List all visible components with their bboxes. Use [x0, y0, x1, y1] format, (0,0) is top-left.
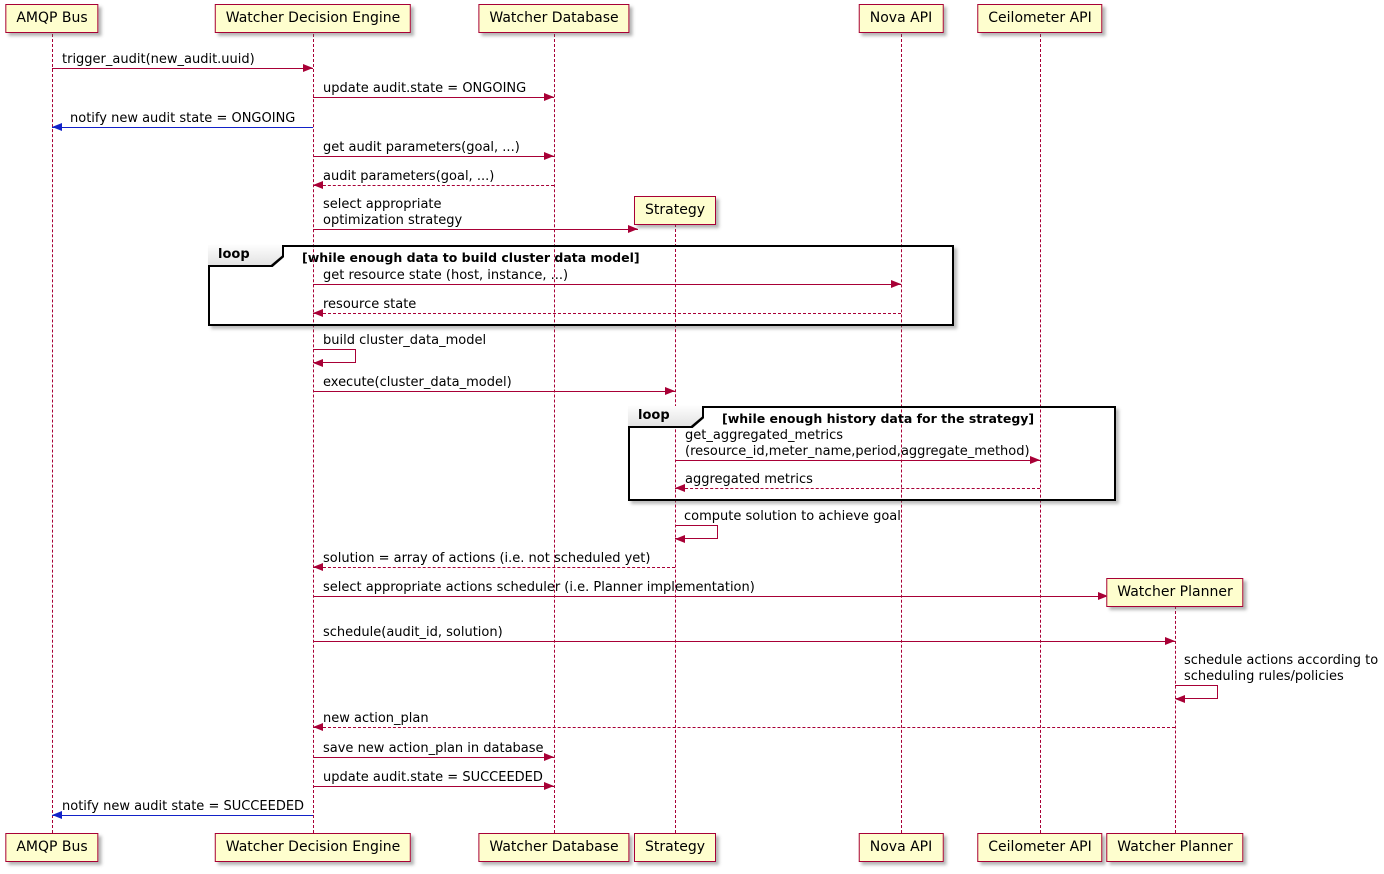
message-label-build-cluster-data-model: build cluster_data_model — [323, 333, 487, 348]
arrowhead — [544, 753, 554, 761]
message-label-save-action-plan: save new action_plan in database — [323, 741, 544, 756]
participant-watcher-database-top: Watcher Database — [478, 4, 630, 33]
message-label-get-aggregated-metrics-1: get_aggregated_metrics — [685, 428, 844, 443]
message-label-update-state-succeeded: update audit.state = SUCCEEDED — [323, 770, 543, 785]
message-line — [52, 811, 313, 819]
arrowhead — [1165, 637, 1175, 645]
participant-watcher-decision-engine-top: Watcher Decision Engine — [214, 4, 412, 33]
message-line — [313, 93, 554, 101]
message-line — [313, 592, 1108, 600]
arrowhead — [313, 563, 323, 571]
message-label-select-strategy-2: optimization strategy — [323, 213, 463, 228]
message-label-schedule: schedule(audit_id, solution) — [323, 625, 503, 640]
message-line — [313, 387, 675, 395]
participant-amqp-bus-bottom: AMQP Bus — [5, 833, 99, 862]
participant-strategy-created: Strategy — [634, 196, 716, 225]
message-label-trigger-audit: trigger_audit(new_audit.uuid) — [62, 52, 255, 67]
lifeline-ceilometer-api — [1040, 34, 1041, 833]
message-label-execute: execute(cluster_data_model) — [323, 375, 512, 390]
loop-frame-tab: loop — [628, 406, 704, 428]
participant-nova-api-top: Nova API — [858, 4, 944, 33]
arrowhead — [313, 358, 323, 367]
message-line — [313, 563, 675, 571]
message-label-solution-array: solution = array of actions (i.e. not sc… — [323, 551, 651, 566]
message-label-get-aggregated-metrics-2: (resource_id,meter_name,period,aggregate… — [685, 444, 1030, 459]
message-label-audit-parameters: audit parameters(goal, ...) — [323, 169, 495, 184]
arrowhead — [1098, 592, 1108, 600]
message-line — [313, 309, 901, 317]
lifeline-watcher-database — [554, 34, 555, 833]
message-label-resource-state: resource state — [323, 297, 417, 312]
message-line — [313, 782, 554, 790]
message-line — [313, 181, 554, 189]
loop-keyword: loop — [208, 245, 282, 265]
participant-ceilometer-api-top: Ceilometer API — [977, 4, 1103, 33]
arrowhead — [52, 123, 62, 131]
arrowhead — [544, 152, 554, 160]
message-label-schedule-actions-1: schedule actions according to — [1184, 653, 1379, 668]
arrowhead — [1030, 456, 1040, 464]
participant-strategy-bottom: Strategy — [634, 833, 716, 862]
self-message — [313, 349, 356, 367]
self-message — [675, 525, 718, 543]
loop-frame-history-data: loop [while enough history data for the … — [628, 406, 1116, 501]
message-line — [313, 280, 901, 288]
participant-nova-api-bottom: Nova API — [858, 833, 944, 862]
message-label-schedule-actions-2: scheduling rules/policies — [1184, 669, 1344, 684]
arrowhead — [891, 280, 901, 288]
arrowhead — [1175, 694, 1185, 703]
message-label-notify-ongoing: notify new audit state = ONGOING — [70, 111, 296, 126]
message-label-select-strategy-1: select appropriate — [323, 197, 442, 212]
self-message — [1175, 685, 1218, 703]
lifeline-strategy — [675, 224, 676, 833]
participant-watcher-database-bottom: Watcher Database — [478, 833, 630, 862]
arrowhead — [52, 811, 62, 819]
loop-keyword: loop — [628, 406, 702, 426]
message-line — [313, 152, 554, 160]
lifeline-amqp-bus — [52, 34, 53, 833]
arrowhead — [675, 534, 685, 543]
arrowhead — [313, 181, 323, 189]
message-label-notify-succeeded: notify new audit state = SUCCEEDED — [62, 799, 305, 814]
participant-ceilometer-api-bottom: Ceilometer API — [977, 833, 1103, 862]
message-line — [313, 723, 1175, 731]
arrowhead — [544, 93, 554, 101]
message-line — [52, 64, 313, 72]
arrowhead — [313, 723, 323, 731]
loop-frame-cluster-data-model: loop [while enough data to build cluster… — [208, 245, 954, 326]
lifeline-watcher-planner — [1175, 606, 1176, 833]
arrowhead — [665, 387, 675, 395]
message-line — [313, 637, 1175, 645]
arrowhead — [628, 225, 638, 233]
arrowhead — [303, 64, 313, 72]
loop-frame-tab: loop — [208, 245, 284, 267]
message-line — [52, 123, 313, 131]
message-label-select-scheduler: select appropriate actions scheduler (i.… — [323, 580, 755, 595]
message-label-compute-solution: compute solution to achieve goal — [684, 509, 901, 524]
message-line — [675, 484, 1040, 492]
arrowhead — [675, 484, 685, 492]
message-line — [675, 456, 1040, 464]
lifeline-nova-api — [901, 34, 902, 833]
message-label-new-action-plan: new action_plan — [323, 711, 429, 726]
participant-watcher-decision-engine-bottom: Watcher Decision Engine — [214, 833, 412, 862]
message-line — [313, 753, 554, 761]
loop-condition: [while enough history data for the strat… — [722, 411, 1035, 426]
lifeline-watcher-decision-engine — [313, 34, 314, 833]
participant-amqp-bus-top: AMQP Bus — [5, 4, 99, 33]
participant-watcher-planner-created: Watcher Planner — [1106, 578, 1244, 607]
message-label-get-resource-state: get resource state (host, instance, ...) — [323, 268, 569, 283]
message-line — [313, 225, 638, 233]
message-label-update-state-ongoing: update audit.state = ONGOING — [323, 81, 527, 96]
arrowhead — [313, 309, 323, 317]
message-label-get-audit-parameters: get audit parameters(goal, ...) — [323, 140, 520, 155]
message-label-aggregated-metrics: aggregated metrics — [685, 472, 813, 487]
arrowhead — [544, 782, 554, 790]
participant-watcher-planner-bottom: Watcher Planner — [1106, 833, 1244, 862]
loop-condition: [while enough data to build cluster data… — [302, 250, 640, 265]
